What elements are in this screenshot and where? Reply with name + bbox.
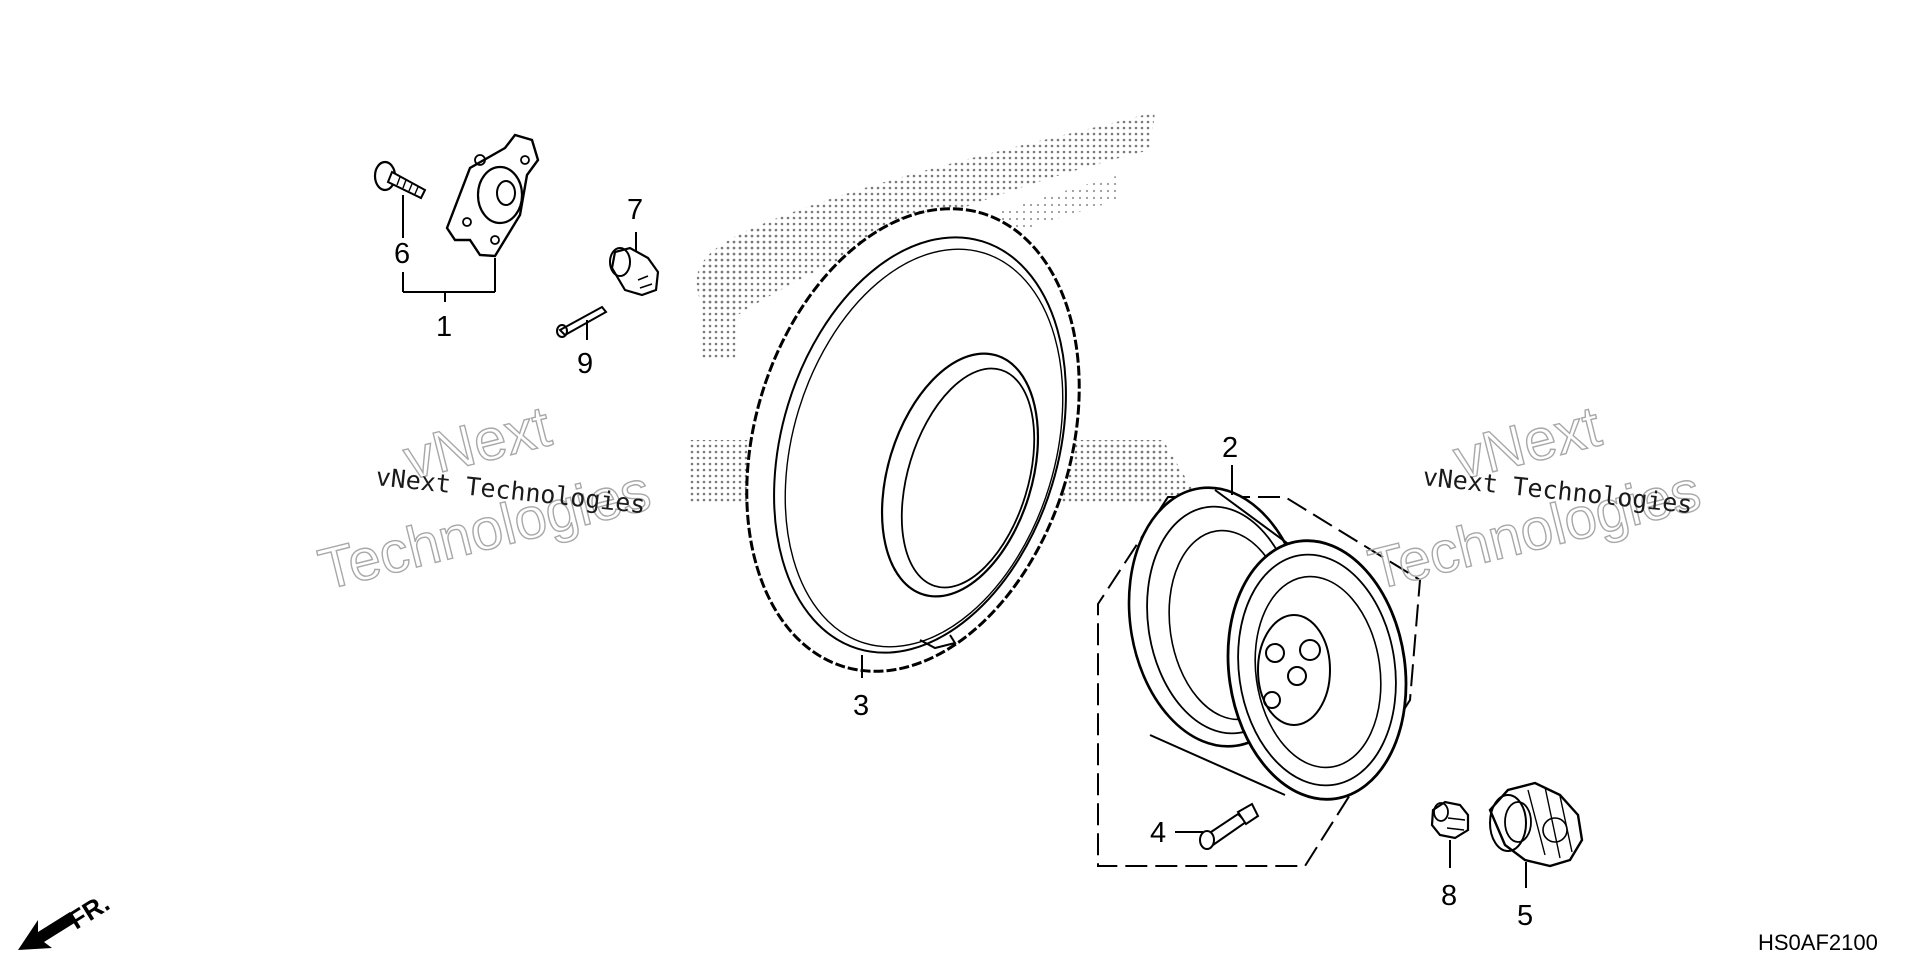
valve[interactable]	[1199, 802, 1260, 850]
front-direction-indicator: FR.	[18, 887, 115, 950]
bolt[interactable]	[373, 160, 427, 200]
callout-2: 2	[1222, 432, 1238, 464]
wheel-nut[interactable]	[1430, 800, 1470, 840]
wheel-rim[interactable]	[1097, 476, 1422, 867]
watermark-left: vNext Technologies vNext Technologies	[312, 393, 658, 603]
leader-lines	[402, 195, 1527, 888]
cap[interactable]	[1488, 781, 1584, 868]
callout-6: 6	[394, 238, 410, 270]
callout-4: 4	[1150, 817, 1166, 849]
front-arrow-icon	[18, 912, 76, 950]
tire[interactable]	[693, 167, 1134, 713]
diagram-code: HS0AF2100	[1758, 930, 1878, 955]
cotter-pin[interactable]	[556, 305, 608, 338]
castle-nut[interactable]	[609, 246, 660, 297]
front-label: FR.	[63, 887, 114, 935]
watermark-right: vNext Technologies vNext Technologies	[1362, 393, 1708, 603]
callouts: 1 2 3 4 5 6 7 8 9	[394, 194, 1533, 932]
callout-8: 8	[1441, 880, 1457, 912]
callout-5: 5	[1517, 900, 1533, 932]
hub[interactable]	[445, 133, 540, 258]
callout-3: 3	[853, 690, 869, 722]
callout-1: 1	[436, 311, 452, 343]
callout-9: 9	[577, 348, 593, 380]
callout-7: 7	[627, 194, 643, 226]
